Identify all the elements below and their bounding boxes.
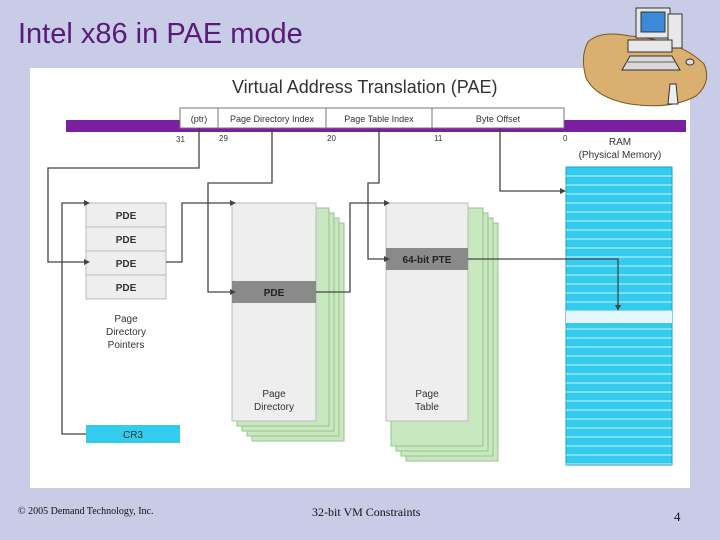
page-number: 4 (674, 509, 681, 524)
bit-label: 31 (176, 135, 185, 144)
pdpt-caption: Page (114, 314, 138, 325)
page-directory-caption: Directory (254, 402, 294, 413)
bit-label: 29 (219, 134, 228, 143)
page-directory-pointers: PDE PDE PDE PDE Page Directory Pointers (85, 202, 167, 351)
bit-label: 0 (563, 134, 568, 143)
connector-pd-index (207, 128, 273, 293)
pdpt-entry-label: PDE (116, 235, 137, 246)
bit-label: 20 (327, 134, 336, 143)
cr3-label: CR3 (123, 430, 143, 441)
page-table-entry-label: 64-bit PTE (403, 255, 452, 266)
page-table-entry (386, 248, 468, 270)
field-label: Page Directory Index (230, 114, 315, 124)
page-table (385, 202, 469, 422)
connector-pdpt-to-pd (166, 202, 230, 263)
connector-cr3 (61, 202, 86, 435)
diagram-title: Virtual Address Translation (PAE) (232, 77, 497, 97)
field-label: Byte Offset (476, 114, 521, 124)
footer-copyright: © 2005 Demand Technology, Inc. (18, 506, 154, 517)
ram-column (565, 166, 673, 466)
pdpt-caption: Directory (106, 327, 146, 338)
arrowheads (84, 188, 621, 311)
pdpt-entry-label: PDE (116, 283, 137, 294)
slide-title: Intel x86 in PAE mode (18, 18, 303, 50)
page-directory-stack: PDE Page Directory (231, 202, 345, 442)
pdpt-entry (85, 274, 167, 300)
pdpt-entry (85, 202, 167, 228)
address-fields: (ptr) Page Directory Index Page Table In… (179, 107, 565, 129)
page-table-caption: Page (415, 389, 439, 400)
page-table-stack: 64-bit PTE Page Table (385, 202, 499, 462)
connectors (47, 128, 619, 435)
connector-pte-to-ram (468, 258, 619, 309)
pdpt-entry (85, 226, 167, 252)
field-label: (ptr) (191, 114, 208, 124)
ram-target-page (566, 311, 672, 323)
page-table-caption: Table (415, 402, 439, 413)
connector-offset (499, 128, 564, 192)
connector-ptr (47, 128, 200, 263)
computer-desk-icon (582, 7, 708, 107)
pdpt-entry-label: PDE (116, 259, 137, 270)
page-directory (231, 202, 317, 422)
page-directory-entry (232, 281, 316, 303)
cr3-register (86, 425, 180, 443)
page-directory-caption: Page (262, 389, 286, 400)
bit-label: 11 (434, 134, 443, 143)
pdpt-entry-label: PDE (116, 211, 137, 222)
ram-sublabel: (Physical Memory) (579, 150, 662, 161)
page-directory-entry-label: PDE (264, 288, 285, 299)
field-label: Page Table Index (344, 114, 414, 124)
ram-label: RAM (609, 137, 631, 148)
connector-pt-index (367, 128, 384, 260)
pdpt-caption: Pointers (108, 340, 145, 351)
field-byte-offset (431, 107, 565, 129)
footer-title: 32-bit VM Constraints (312, 505, 421, 519)
connector-pd-to-pt (316, 202, 384, 293)
